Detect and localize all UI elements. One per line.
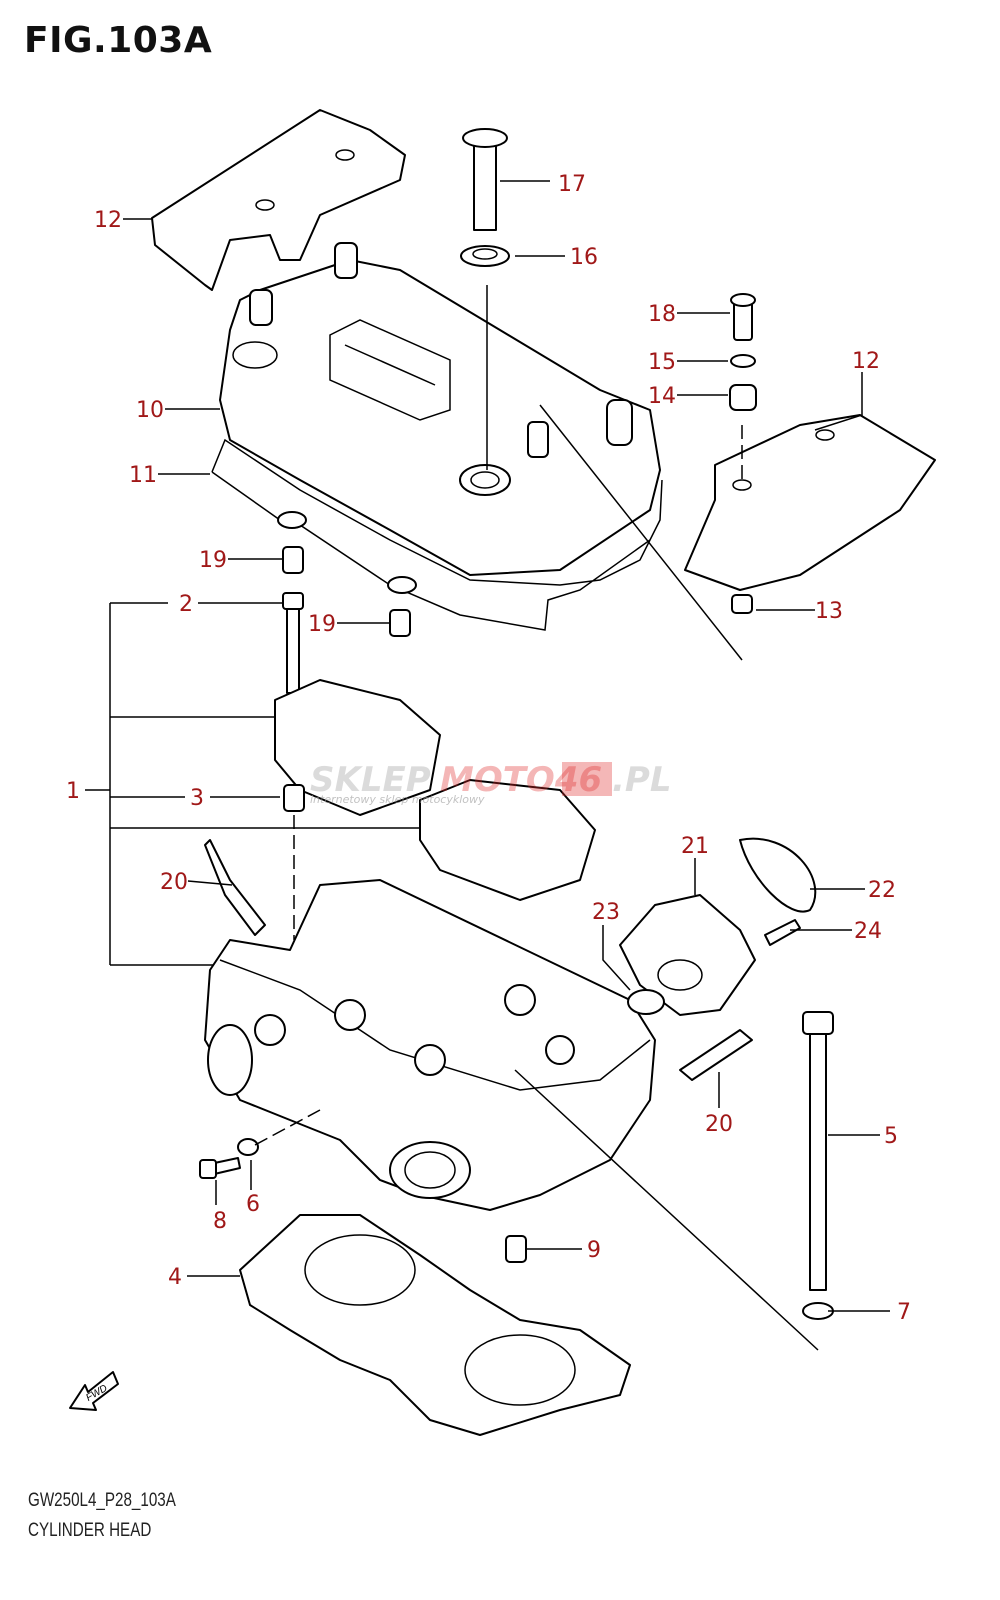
leader-lines	[123, 180, 890, 1312]
callout-10: 10	[136, 398, 164, 423]
callout-11: 11	[129, 463, 157, 488]
callout-17: 17	[558, 172, 586, 197]
callout-2: 2	[179, 592, 193, 617]
watermark-subtitle: internetowy sklep motocyklowy	[310, 793, 485, 806]
callout-13: 13	[815, 599, 843, 624]
callout-4: 4	[168, 1265, 182, 1290]
watermark-part1: SKLEP	[310, 760, 431, 800]
callout-21: 21	[681, 834, 709, 859]
bolt-17	[473, 139, 497, 231]
callout-20-left: 20	[160, 870, 188, 895]
callout-20-right: 20	[705, 1112, 733, 1137]
bolt-5	[809, 1029, 827, 1291]
callout-6: 6	[246, 1192, 260, 1217]
callout-9: 9	[587, 1238, 601, 1263]
watermark-logo: SKLEP MOTO46 .PL internetowy sklep motoc…	[310, 760, 672, 806]
callout-3: 3	[190, 786, 204, 811]
callout-12-left: 12	[94, 208, 122, 233]
callout-1: 1	[66, 779, 80, 804]
callout-15: 15	[648, 350, 676, 375]
heat-shield-left	[151, 109, 406, 291]
callout-19-right: 19	[308, 612, 336, 637]
clamp-22	[739, 837, 817, 913]
camshaft-holder-upper	[274, 679, 441, 816]
callout-24: 24	[854, 919, 882, 944]
figure-name: CYLINDER HEAD	[28, 1520, 152, 1541]
fwd-arrow-icon: FWD	[69, 1371, 119, 1411]
washer-16	[460, 245, 510, 267]
callout-23: 23	[592, 900, 620, 925]
callout-22: 22	[868, 878, 896, 903]
callout-8: 8	[213, 1209, 227, 1234]
figure-code: GW250L4_P28_103A	[28, 1490, 176, 1511]
callout-18: 18	[648, 302, 676, 327]
head-gasket	[239, 1214, 631, 1436]
watermark-part2: MOTO46	[440, 760, 602, 800]
callout-16: 16	[570, 245, 598, 270]
callout-7: 7	[897, 1300, 911, 1325]
callout-5: 5	[884, 1124, 898, 1149]
callout-14: 14	[648, 384, 676, 409]
heat-shield-right	[684, 414, 936, 591]
callout-12-right: 12	[852, 349, 880, 374]
camshaft-holder-lower	[419, 779, 596, 901]
callout-19-left: 19	[199, 548, 227, 573]
assembly-bracket-1	[85, 602, 420, 966]
watermark-part3: .PL	[612, 760, 672, 800]
figure-title: FIG.103A	[24, 20, 213, 61]
